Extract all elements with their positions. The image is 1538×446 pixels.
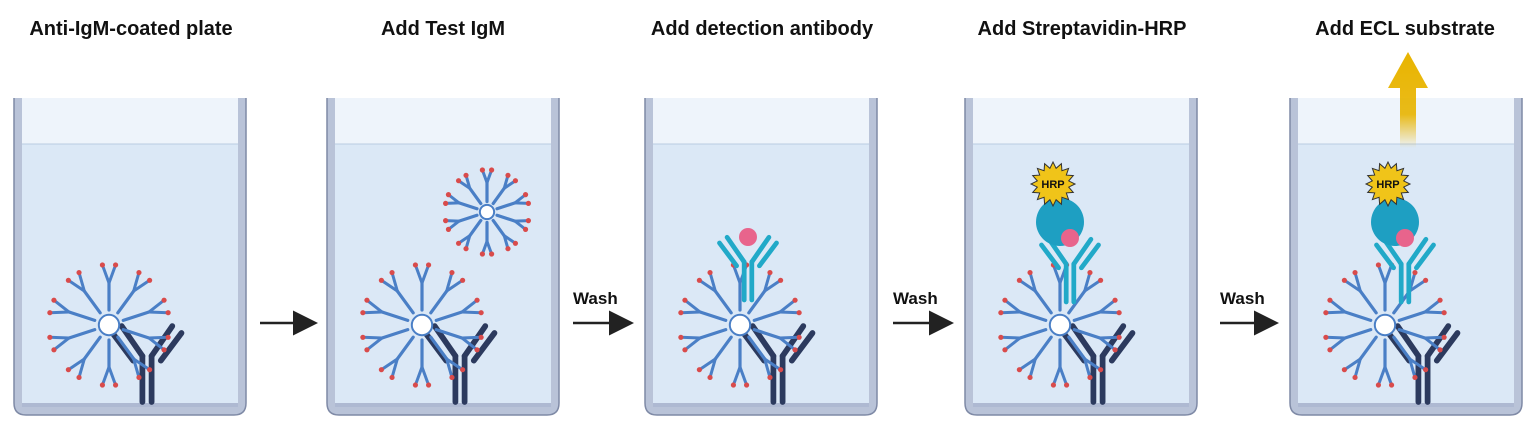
well-floor <box>1298 403 1514 407</box>
j-chain <box>1050 315 1070 335</box>
well-floor <box>653 403 869 407</box>
biotin <box>1396 229 1414 247</box>
well-floor <box>973 403 1189 407</box>
step-title-add-streptavidin-hrp: Add Streptavidin-HRP <box>978 18 1187 41</box>
j-chain <box>412 315 432 335</box>
j-chain <box>99 315 119 335</box>
well-liquid <box>22 144 238 405</box>
j-chain <box>1375 315 1395 335</box>
well-floor <box>22 403 238 407</box>
hrp-label: HRP <box>1376 179 1399 191</box>
step-title-add-detection-antibody: Add detection antibody <box>651 18 873 41</box>
well-liquid <box>973 144 1189 405</box>
j-chain <box>730 315 750 335</box>
well-2 <box>327 98 559 415</box>
well-floor <box>335 403 551 407</box>
wash-label-3: Wash <box>1220 289 1265 309</box>
well-headspace <box>653 98 869 144</box>
wash-label-1: Wash <box>573 289 618 309</box>
hrp-enzyme: HRP <box>1366 162 1410 206</box>
well-headspace <box>335 98 551 144</box>
step-title-anti-igm-plate: Anti-IgM-coated plate <box>29 18 232 41</box>
hrp-label: HRP <box>1041 179 1064 191</box>
well-3 <box>645 98 877 415</box>
step-title-add-test-igm: Add Test IgM <box>381 18 505 41</box>
well-liquid <box>335 144 551 405</box>
biotin <box>1061 229 1079 247</box>
wash-label-2: Wash <box>893 289 938 309</box>
j-chain <box>480 205 494 219</box>
hrp-enzyme: HRP <box>1031 162 1075 206</box>
step-title-add-ecl-substrate: Add ECL substrate <box>1315 18 1495 41</box>
well-headspace <box>973 98 1189 144</box>
well-headspace <box>22 98 238 144</box>
biotin <box>739 228 757 246</box>
well-liquid <box>653 144 869 405</box>
well-1 <box>14 98 246 415</box>
